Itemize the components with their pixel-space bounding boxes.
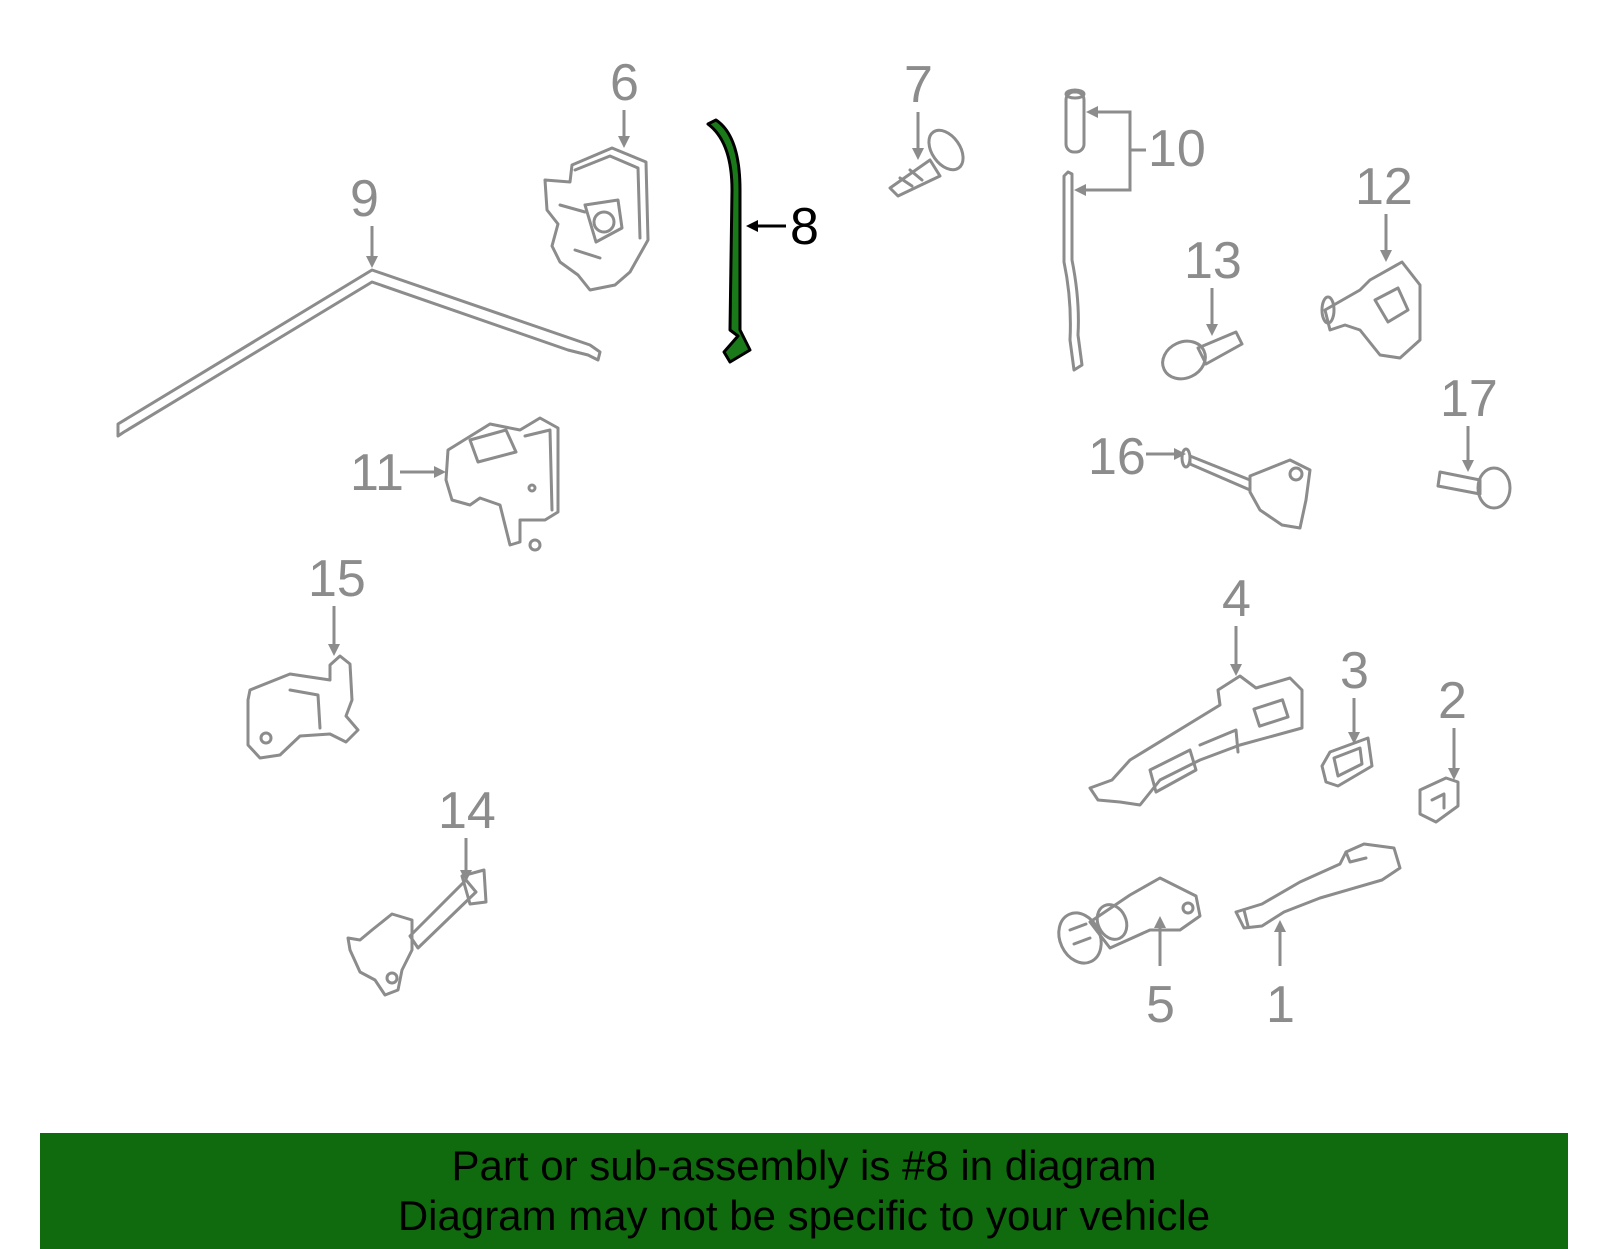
part-10-pin-and-rod[interactable] bbox=[1062, 88, 1086, 372]
part-9-rod[interactable] bbox=[116, 268, 602, 438]
part-5-lock-cylinder[interactable] bbox=[1051, 876, 1202, 970]
part-8-rod-highlighted[interactable] bbox=[706, 118, 752, 364]
part-2-cap[interactable] bbox=[1418, 776, 1460, 824]
callout-9: 9 bbox=[350, 170, 379, 228]
part-4-handle-carrier[interactable] bbox=[1088, 674, 1304, 807]
callout-6: 6 bbox=[610, 54, 639, 112]
callout-15: 15 bbox=[308, 550, 366, 608]
callout-3: 3 bbox=[1340, 642, 1369, 700]
callout-2: 2 bbox=[1438, 672, 1467, 730]
part-17-clip[interactable] bbox=[1436, 466, 1512, 510]
callout-16: 16 bbox=[1088, 428, 1146, 486]
part-12-actuator[interactable] bbox=[1320, 260, 1422, 360]
callout-12: 12 bbox=[1355, 158, 1413, 216]
part-1-outside-handle[interactable] bbox=[1234, 842, 1402, 930]
callout-10-bracket bbox=[1092, 110, 1146, 152]
callout-17: 17 bbox=[1440, 370, 1498, 428]
callout-10-bracket-b bbox=[1084, 150, 1132, 192]
part-13-clip[interactable] bbox=[1156, 330, 1244, 386]
callout-10: 10 bbox=[1148, 120, 1206, 178]
part-7-clip[interactable] bbox=[888, 124, 970, 198]
part-15-hinge[interactable] bbox=[246, 654, 360, 760]
callout-14: 14 bbox=[438, 782, 496, 840]
callout-7: 7 bbox=[904, 56, 933, 114]
callout-13: 13 bbox=[1184, 232, 1242, 290]
part-14-check-strap[interactable] bbox=[346, 868, 488, 997]
callout-1: 1 bbox=[1266, 976, 1295, 1034]
banner-line-1: Part or sub-assembly is #8 in diagram bbox=[451, 1142, 1157, 1189]
callout-8: 8 bbox=[790, 198, 819, 256]
callout-4: 4 bbox=[1222, 570, 1251, 628]
banner-line-2: Diagram may not be specific to your vehi… bbox=[397, 1192, 1211, 1239]
part-16-rod-bracket[interactable] bbox=[1180, 447, 1312, 530]
part-11-lock-actuator[interactable] bbox=[444, 416, 560, 552]
callout-11: 11 bbox=[350, 444, 404, 502]
callout-5: 5 bbox=[1146, 976, 1175, 1034]
part-6-door-latch[interactable] bbox=[543, 146, 650, 292]
info-banner: Part or sub-assembly is #8 in diagram Di… bbox=[40, 1133, 1568, 1249]
part-3-gasket[interactable] bbox=[1320, 736, 1374, 788]
